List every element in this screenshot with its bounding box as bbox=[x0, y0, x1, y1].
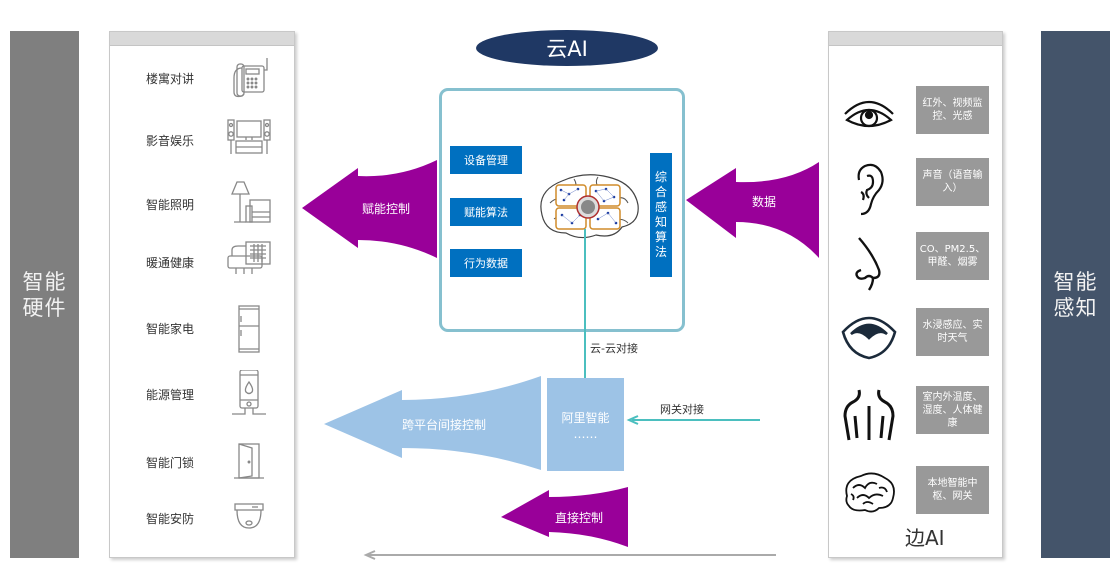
sensing-temperature-box: 室内外温度、湿度、人体健康 bbox=[916, 386, 989, 434]
hardware-item-label: 智能安防 bbox=[145, 512, 194, 526]
air-conditioner-icon bbox=[224, 238, 274, 288]
device-management-button[interactable]: 设备管理 bbox=[450, 146, 522, 174]
neural-brain-icon bbox=[534, 169, 644, 247]
direct-control-arrow: 直接控制 bbox=[501, 487, 629, 547]
behavior-data-button[interactable]: 行为数据 bbox=[450, 249, 522, 277]
gateway-arrowhead bbox=[626, 415, 639, 425]
integrated-perception-algorithm[interactable]: 综合感知算法 bbox=[650, 153, 672, 277]
hardware-item-entertainment[interactable]: 影音娱乐 bbox=[110, 116, 296, 166]
cloud-ai-box: 设备管理 赋能算法 行为数据 综合感知算法 bbox=[439, 88, 685, 332]
enabling-algorithm-button[interactable]: 赋能算法 bbox=[450, 198, 522, 226]
dome-camera-icon bbox=[224, 494, 274, 544]
sensing-item-water[interactable]: 水浸感应、实时天气 bbox=[829, 308, 1004, 374]
hardware-item-label: 楼寓对讲 bbox=[145, 72, 194, 86]
hardware-item-label: 智能门锁 bbox=[145, 456, 194, 470]
hardware-item-label: 智能家电 bbox=[145, 322, 194, 336]
sensing-item-sound[interactable]: 声音（语音输入） bbox=[829, 158, 1004, 224]
door-icon bbox=[224, 438, 274, 488]
direct-control-label: 直接控制 bbox=[555, 511, 604, 525]
home-theater-icon bbox=[224, 116, 274, 166]
bottom-return-arrowhead bbox=[363, 550, 376, 560]
hardware-panel: 楼寓对讲 影音娱乐 bbox=[109, 31, 295, 558]
ali-smart-box[interactable]: 阿里智能 …… bbox=[547, 378, 624, 471]
cross-platform-label: 跨平台间接控制 bbox=[402, 418, 487, 432]
ali-smart-label: 阿里智能 bbox=[561, 411, 610, 425]
hardware-item-lighting[interactable]: 智能照明 bbox=[110, 180, 296, 230]
data-label: 数据 bbox=[752, 195, 777, 209]
hardware-item-label: 能源管理 bbox=[145, 388, 194, 402]
hardware-item-door-lock[interactable]: 智能门锁 bbox=[110, 438, 296, 488]
body-back-icon bbox=[839, 386, 899, 448]
cloud-cloud-label: 云-云对接 bbox=[590, 342, 638, 355]
sensing-local-hub-box: 本地智能中枢、网关 bbox=[916, 466, 989, 514]
hardware-item-appliance[interactable]: 智能家电 bbox=[110, 304, 296, 354]
empower-control-label: 赋能控制 bbox=[362, 202, 411, 216]
hardware-item-energy[interactable]: 能源管理 bbox=[110, 369, 296, 420]
cloud-ai-title: 云AI bbox=[476, 30, 658, 66]
sensing-category-bar: 智能 感知 bbox=[1041, 31, 1110, 558]
empower-control-arrow: 赋能控制 bbox=[300, 160, 440, 260]
floor-lamp-icon bbox=[224, 180, 274, 230]
sensing-item-vision[interactable]: 红外、视频监控、光感 bbox=[829, 86, 1004, 152]
hardware-panel-header bbox=[110, 32, 294, 46]
sensing-item-temperature[interactable]: 室内外温度、湿度、人体健康 bbox=[829, 386, 1004, 452]
sensing-item-air[interactable]: CO、PM2.5、甲醛、烟雾 bbox=[829, 232, 1004, 298]
sensing-air-box: CO、PM2.5、甲醛、烟雾 bbox=[916, 232, 989, 280]
intercom-phone-icon bbox=[224, 54, 274, 104]
hardware-category-label: 智能 硬件 bbox=[22, 269, 67, 320]
eye-icon bbox=[839, 86, 899, 148]
cloud-ai-title-text: 云AI bbox=[546, 37, 588, 61]
hardware-item-label: 影音娱乐 bbox=[145, 134, 194, 148]
sensing-water-box: 水浸感应、实时天气 bbox=[916, 308, 989, 356]
hardware-item-intercom[interactable]: 楼寓对讲 bbox=[110, 54, 296, 104]
hardware-item-hvac[interactable]: 暖通健康 bbox=[110, 238, 296, 288]
brain-icon bbox=[839, 466, 899, 528]
data-arrow: 数据 bbox=[686, 162, 821, 258]
mouth-icon bbox=[839, 308, 899, 370]
sensing-vision-box: 红外、视频监控、光感 bbox=[916, 86, 989, 134]
hardware-item-security[interactable]: 智能安防 bbox=[110, 494, 296, 544]
hardware-category-bar: 智能 硬件 bbox=[10, 31, 79, 558]
ali-smart-ellipsis: …… bbox=[573, 427, 598, 441]
sensing-panel-header bbox=[829, 32, 1002, 46]
sensing-category-label: 智能 感知 bbox=[1053, 269, 1098, 320]
nose-icon bbox=[839, 232, 899, 294]
water-heater-icon bbox=[224, 369, 274, 420]
hardware-item-label: 暖通健康 bbox=[145, 256, 194, 270]
ear-icon bbox=[839, 158, 899, 220]
hardware-item-label: 智能照明 bbox=[145, 198, 194, 212]
sensing-sound-box: 声音（语音输入） bbox=[916, 158, 989, 206]
cross-platform-arrow: 跨平台间接控制 bbox=[324, 376, 542, 472]
sensing-item-local-hub[interactable]: 本地智能中枢、网关 bbox=[829, 466, 1004, 532]
gateway-label: 网关对接 bbox=[660, 403, 704, 416]
refrigerator-icon bbox=[224, 304, 274, 354]
sensing-panel: 红外、视频监控、光感 声音（语音输入） CO、PM2.5、甲醛、烟雾 bbox=[828, 31, 1003, 558]
edge-ai-label: 边AI bbox=[905, 526, 945, 550]
